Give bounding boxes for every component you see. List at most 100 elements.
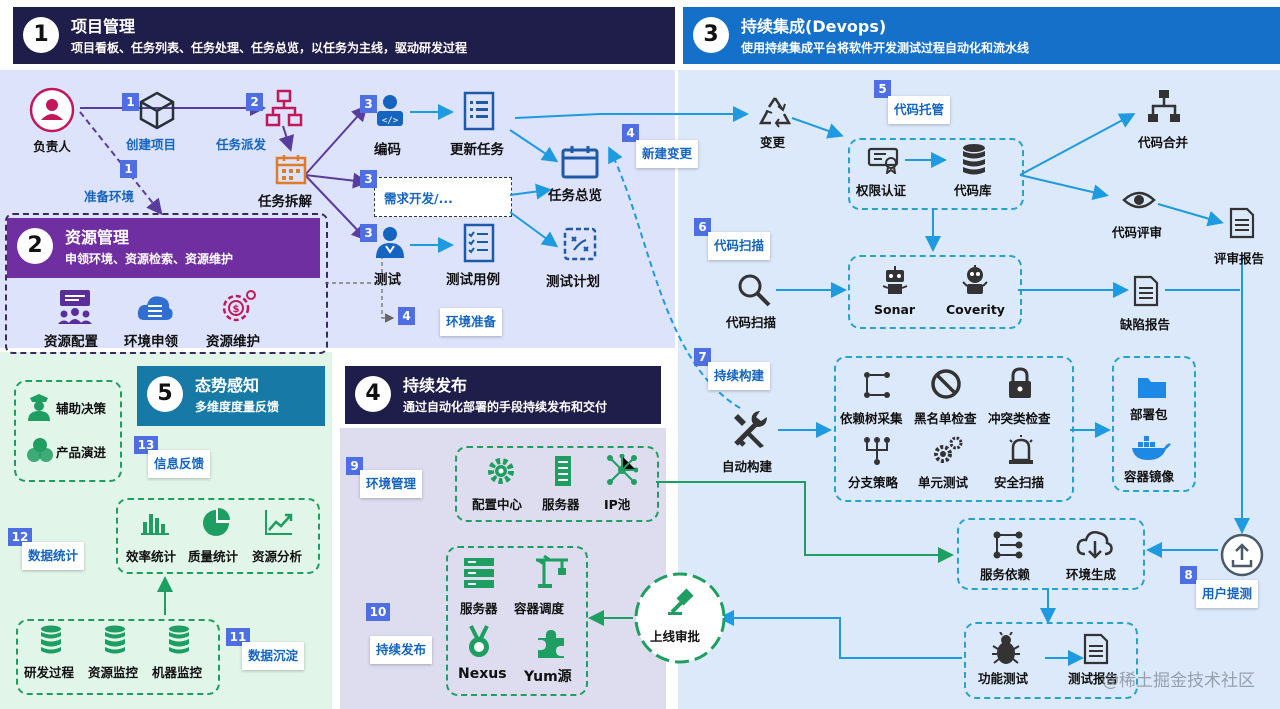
step-tag: 1 — [120, 160, 137, 178]
watermark: @稀土掘金技术社区 — [1102, 671, 1255, 691]
svg-text:$: $ — [233, 304, 240, 315]
magnifier-icon — [736, 272, 772, 312]
server-stack-icon — [462, 556, 496, 594]
branch-icon — [862, 436, 892, 470]
gavel-icon — [666, 588, 696, 620]
section5-title: 态势感知 — [195, 376, 260, 395]
calendar-icon — [274, 152, 308, 190]
devproc-caption: 研发过程 — [24, 665, 75, 680]
officer-icon — [26, 392, 52, 426]
db-dev-icon — [38, 624, 64, 660]
step-tag: 4 — [398, 307, 415, 325]
section5-number: 5 — [147, 376, 183, 412]
section3-title: 持续集成(Devops) — [741, 17, 887, 36]
coverity-robot-icon — [960, 264, 990, 302]
step-tag: 3 — [360, 224, 377, 242]
confcenter-caption: 配置中心 — [472, 497, 523, 512]
env-group — [455, 446, 659, 522]
bar-chart-icon — [140, 508, 170, 540]
ippool-caption: IP池 — [604, 497, 631, 512]
stats-group — [116, 498, 320, 574]
owner-icon — [28, 86, 76, 138]
blacklist-caption: 黑名单检查 — [914, 411, 977, 426]
ci-panel-bg — [678, 70, 1280, 709]
server2-caption: 服务器 — [460, 601, 498, 616]
defect-report-icon — [1132, 274, 1160, 312]
functest-caption: 功能测试 — [978, 671, 1029, 686]
section3-header: 3 持续集成(Devops) 使用持续集成平台将软件开发测试过程自动化和流水线 — [683, 7, 1280, 64]
service-dependency-icon — [992, 530, 1024, 564]
step-tag: 13 — [134, 436, 158, 454]
release-label: 持续发布 — [370, 636, 433, 664]
container-caption: 容器调度 — [514, 601, 565, 616]
gears-icon — [932, 434, 964, 470]
decision-group — [14, 380, 122, 482]
nexus-caption: Nexus — [458, 666, 507, 682]
stats-label: 数据统计 — [22, 542, 85, 570]
quality-caption: 质量统计 — [188, 549, 239, 564]
coder-icon: </> — [372, 92, 408, 132]
test-caption: 测试 — [374, 272, 401, 288]
step-tag: 7 — [694, 348, 711, 366]
repo-caption: 代码库 — [954, 183, 992, 198]
section1-number: 1 — [23, 17, 59, 53]
section4-subtitle: 通过自动化部署的手段持续发布和交付 — [403, 400, 608, 414]
medal-icon — [464, 624, 494, 664]
resource-config-caption: 资源配置 — [44, 334, 98, 350]
section1-subtitle: 项目看板、任务列表、任务处理、任务总览，以任务为主线，驱动研发过程 — [71, 41, 468, 55]
svcdep-caption: 服务依赖 — [980, 567, 1031, 582]
overview-caption: 任务总览 — [548, 188, 602, 204]
section2-header: 2 资源管理 申领环境、资源检索、资源维护 — [7, 218, 320, 278]
resource-config-icon — [56, 288, 94, 330]
pie-chart-icon — [200, 506, 232, 542]
section4-title: 持续发布 — [403, 376, 468, 395]
split-caption: 任务拆解 — [258, 194, 312, 210]
auth-caption: 权限认证 — [856, 183, 907, 198]
siren-icon — [1006, 434, 1036, 470]
deploy-group — [957, 518, 1145, 590]
tools-icon — [730, 408, 772, 454]
testcase-icon — [462, 222, 496, 268]
sediment-label: 数据沉淀 — [242, 642, 305, 670]
sonar-robot-icon — [880, 264, 910, 302]
image-caption: 容器镜像 — [1124, 469, 1175, 484]
new-change-label: 新建变更 — [636, 140, 699, 168]
section5-header: 5 态势感知 多维度度量反馈 — [137, 366, 325, 426]
step-tag: 2 — [246, 93, 263, 111]
code-hosting-label: 代码托管 — [888, 96, 951, 124]
lock-icon — [1006, 366, 1034, 404]
build-caption: 自动构建 — [722, 459, 773, 474]
defect-caption: 缺陷报告 — [1120, 317, 1171, 332]
cloud-download-icon — [1076, 528, 1114, 564]
certificate-icon — [866, 146, 902, 178]
docker-icon — [1130, 432, 1172, 466]
cube-icon — [137, 90, 177, 134]
test-report-icon — [1082, 632, 1110, 670]
eff-caption: 效率统计 — [126, 549, 177, 564]
step-tag: 9 — [346, 457, 363, 475]
section3-subtitle: 使用持续集成平台将软件开发测试过程自动化和流水线 — [741, 41, 1030, 55]
merge-icon — [1146, 88, 1182, 128]
task-calendar-icon — [560, 144, 600, 184]
section2-subtitle: 申领环境、资源检索、资源维护 — [65, 252, 234, 266]
tester-icon — [372, 224, 408, 264]
review-caption: 代码评审 — [1112, 225, 1163, 240]
create-project-caption: 创建项目 — [126, 137, 177, 152]
step-tag: 11 — [226, 628, 250, 646]
test-report-caption: 测试报告 — [1068, 671, 1119, 686]
sediment-group — [16, 619, 220, 695]
svg-text:</>: </> — [382, 116, 399, 126]
yum-caption: Yum源 — [524, 669, 572, 685]
crane-icon — [534, 554, 570, 594]
review-report-caption: 评审报告 — [1214, 251, 1265, 266]
sonar-caption: Sonar — [874, 302, 916, 317]
venn-icon — [26, 436, 54, 468]
demand-caption: 需求开发/... — [384, 191, 453, 206]
envgen-caption: 环境生成 — [1066, 567, 1117, 582]
bug-icon — [990, 631, 1022, 670]
step-tag: 10 — [366, 603, 390, 621]
config-gear-icon — [486, 456, 516, 490]
build-label: 持续构建 — [708, 362, 771, 390]
step-tag: 3 — [360, 170, 377, 188]
